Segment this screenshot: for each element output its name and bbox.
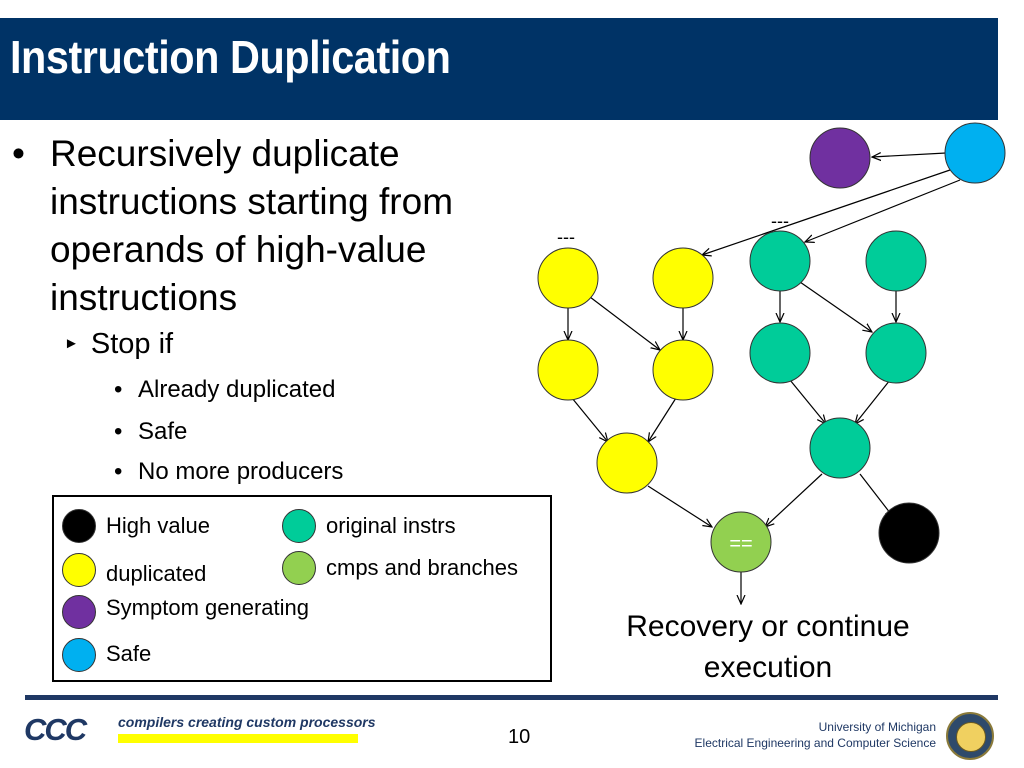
- legend-label: High value: [106, 513, 210, 538]
- original-node: [865, 322, 927, 384]
- edge: [789, 379, 826, 424]
- diagram-caption: Recovery or continue execution: [598, 606, 938, 688]
- main-bullet-text: Recursively duplicate instructions start…: [50, 133, 454, 318]
- legend-label: Symptom generating: [106, 595, 309, 620]
- department-name: Electrical Engineering and Computer Scie…: [694, 736, 936, 750]
- page-number: 10: [508, 726, 531, 748]
- edge: [589, 296, 660, 350]
- bullet-dot: •: [12, 133, 25, 174]
- footer-divider: [25, 695, 998, 700]
- duplicated-node: [537, 247, 599, 309]
- original-node: [749, 322, 811, 384]
- dash-label: ---: [771, 211, 789, 231]
- legend-swatch: [62, 553, 96, 587]
- edge: [872, 153, 947, 157]
- duplicated-node: [652, 339, 714, 401]
- sub-sub-bullet: •Already duplicated: [114, 376, 336, 403]
- sub-sub-bullet: •No more producers: [114, 458, 344, 485]
- legend-label: Safe: [106, 641, 152, 666]
- compare-node: [710, 511, 772, 573]
- legend-swatch: [62, 509, 96, 543]
- slide-title: Instruction Duplication: [10, 31, 451, 83]
- edge: [648, 397, 677, 442]
- footer-slogan: compilers creating custom processors: [118, 714, 376, 730]
- legend-swatch: [282, 551, 316, 585]
- high-value-node: [878, 502, 940, 564]
- footer-affiliation: University of Michigan Electrical Engine…: [695, 719, 936, 751]
- legend-swatch: [282, 509, 316, 543]
- sub-sub-bullet-text: Safe: [138, 418, 188, 445]
- title-bar: [0, 18, 998, 120]
- duplicated-node: [537, 339, 599, 401]
- compare-label: ==: [729, 533, 752, 555]
- edge: [647, 485, 712, 527]
- edge: [805, 179, 961, 242]
- original-node: [865, 230, 927, 292]
- sub-sub-bullet-text: No more producers: [138, 458, 344, 485]
- legend-label: original instrs: [326, 513, 456, 538]
- edge: [765, 473, 823, 527]
- sub-bullet: ► Stop if: [64, 328, 173, 361]
- duplicated-node: [596, 432, 658, 494]
- safe-node: [944, 122, 1006, 184]
- dash-label: ---: [557, 227, 575, 247]
- edge: [571, 397, 608, 442]
- university-seal-icon: [946, 712, 994, 760]
- legend-swatch: [62, 638, 96, 672]
- footer-yellow-bar: [118, 734, 358, 743]
- caption-line: Recovery or continue: [626, 610, 910, 643]
- legend-swatch: [62, 595, 96, 629]
- caption-line: execution: [703, 651, 833, 684]
- sub-sub-bullet-text: Already duplicated: [138, 376, 336, 403]
- sub-bullet-text: Stop if: [90, 328, 174, 360]
- sub-sub-bullet: •Safe: [114, 418, 188, 445]
- ccc-logo: CCC: [24, 712, 87, 747]
- triangle-bullet-icon: ►: [64, 335, 79, 352]
- duplicated-node: [652, 247, 714, 309]
- legend-box: High value original instrs duplicated cm…: [52, 495, 552, 682]
- edge: [702, 169, 951, 255]
- university-name: University of Michigan: [818, 720, 936, 734]
- original-node: [749, 230, 811, 292]
- edge: [799, 281, 872, 332]
- edge: [855, 379, 891, 424]
- original-node: [809, 417, 871, 479]
- legend-label: cmps and branches: [326, 555, 518, 580]
- legend-label: duplicated: [106, 561, 207, 586]
- symptom-node: [809, 127, 871, 189]
